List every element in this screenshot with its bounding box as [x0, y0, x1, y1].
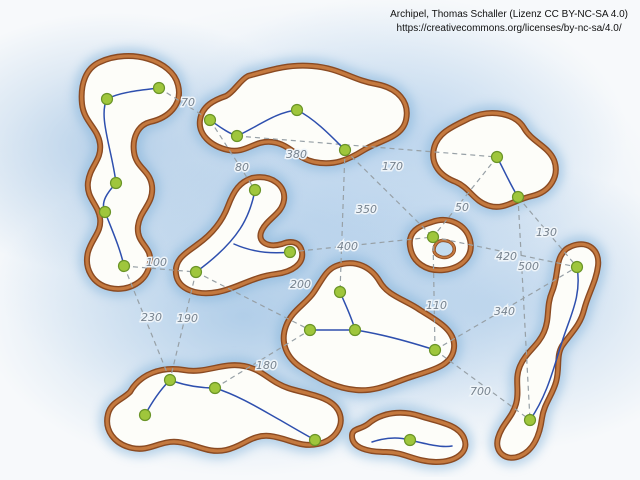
route-distance-label-F4-I1: 700: [470, 385, 491, 398]
island-northeast-coast: [431, 111, 558, 209]
attribution-license-url: https://creativecommons.org/licenses/by-…: [396, 22, 622, 34]
island-trail-1: [209, 109, 346, 151]
route-edge-E1-H1: [432, 236, 578, 268]
route-distance-label-D2-H1: 130: [536, 226, 557, 239]
route-distance-label-G2-F2: 180: [256, 359, 277, 372]
island-crescent-coast: [174, 175, 304, 295]
route-edge-D1-E1: [432, 156, 498, 238]
map-node-G3[interactable]: [138, 408, 152, 422]
route-distance-label-A2-B1: 70: [181, 96, 195, 109]
map-node-G1[interactable]: [163, 373, 177, 387]
map-node-F4[interactable]: [428, 343, 442, 357]
route-edge-D2-H1: [517, 196, 578, 268]
route-distance-label-F4-H1: 340: [494, 305, 515, 318]
attribution: Archipel, Thomas Schaller (Lizenz CC BY-…: [390, 8, 628, 35]
island-northwest-coast: [80, 54, 181, 291]
route-edge-B4-F1: [339, 149, 346, 293]
route-edge-A5-C2: [123, 265, 197, 273]
route-distance-label-E1-F4: 110: [426, 299, 447, 312]
route-edge-B4-E1: [344, 149, 434, 238]
map-node-B2[interactable]: [230, 129, 244, 143]
map-node-G4[interactable]: [308, 433, 322, 447]
route-distance-label-E1-H1: 420: [496, 250, 517, 263]
route-distance-label-A5-C2: 100: [146, 256, 167, 269]
route-edge-C2-F2: [195, 271, 311, 331]
route-distance-label-C2-F2: 200: [290, 278, 311, 291]
island-southwest-coast: [105, 363, 343, 453]
route-edge-A5-G1: [123, 265, 171, 381]
attribution-line1: Archipel, Thomas Schaller (Lizenz CC BY-…: [390, 9, 628, 20]
route-edge-D2-I1: [517, 196, 531, 421]
route-distance-label-C2-G1: 190: [177, 312, 198, 325]
map-node-A4[interactable]: [98, 205, 112, 219]
map-node-H1[interactable]: [570, 260, 584, 274]
island-east-snake-coast: [495, 242, 600, 460]
atoll-lagoon-coast: [433, 239, 456, 259]
map-node-C2[interactable]: [189, 265, 203, 279]
island-trail-6: [529, 266, 579, 421]
route-edge-B1-C1: [209, 119, 256, 191]
route-edge-C2-G1: [169, 271, 197, 381]
route-edge-E1-F4: [432, 236, 436, 351]
route-distance-label-B4-E1: 170: [382, 160, 403, 173]
map-node-C1[interactable]: [248, 183, 262, 197]
map-node-E1[interactable]: [426, 230, 440, 244]
route-distance-label-D1-E1: 50: [455, 201, 469, 214]
island-northwest: [78, 53, 182, 292]
route-distance-label-B2-D1: 380: [286, 148, 307, 161]
route-edge-C3-E1: [289, 236, 434, 253]
map-node-C3[interactable]: [283, 245, 297, 259]
map-node-D2[interactable]: [511, 190, 525, 204]
map-node-F2[interactable]: [303, 323, 317, 337]
map-node-A1[interactable]: [100, 92, 114, 106]
map-node-B4[interactable]: [338, 143, 352, 157]
island-atoll-coast: [408, 218, 473, 272]
island-north-coast: [198, 64, 409, 165]
route-distance-label-A5-G1: 230: [141, 311, 162, 324]
route-edge-A2-B1: [158, 87, 211, 121]
map-node-B3[interactable]: [290, 103, 304, 117]
map-node-I1[interactable]: [523, 413, 537, 427]
map-node-A3[interactable]: [109, 176, 123, 190]
route-edge-F4-H1: [434, 266, 578, 351]
map-node-D1[interactable]: [490, 150, 504, 164]
map-node-A2[interactable]: [152, 81, 166, 95]
island-south-coast: [350, 411, 467, 464]
route-distance-label-D2-I1: 500: [518, 260, 539, 273]
map-node-G2[interactable]: [208, 381, 222, 395]
map-node-A5[interactable]: [117, 259, 131, 273]
route-distance-label-B1-C1: 80: [235, 161, 249, 174]
island-center-south-coast: [282, 261, 456, 392]
map-node-F3[interactable]: [348, 323, 362, 337]
route-edge-B2-D1: [236, 135, 498, 158]
map-node-F1[interactable]: [333, 285, 347, 299]
route-distance-label-B4-F1: 350: [356, 203, 377, 216]
route-edge-F4-I1: [434, 349, 531, 421]
map-node-B1[interactable]: [203, 113, 217, 127]
route-edge-G2-F2: [214, 329, 311, 389]
map-node-J1[interactable]: [403, 433, 417, 447]
route-distance-label-C3-E1: 400: [337, 240, 358, 253]
